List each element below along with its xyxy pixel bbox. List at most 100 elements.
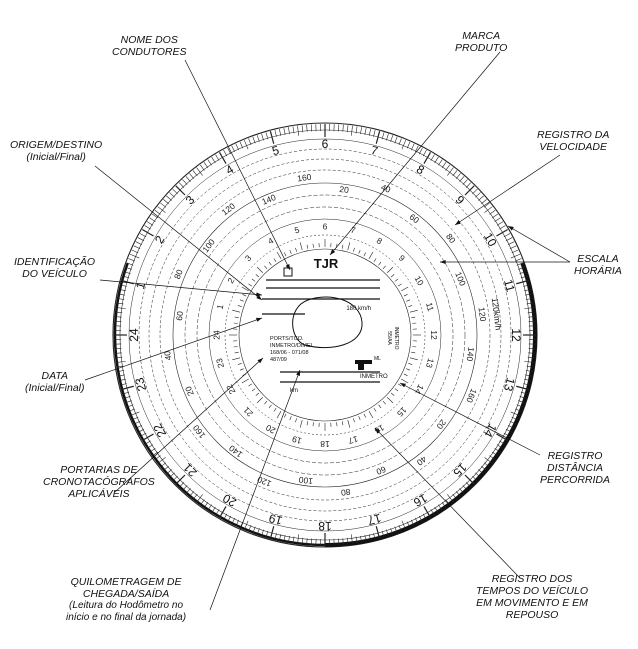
doc-line: 487/09: [270, 357, 287, 363]
hour-tick: [243, 139, 249, 150]
hour-tick: [117, 370, 125, 372]
speed-number: 120: [220, 201, 238, 218]
inner-tick: [408, 363, 413, 365]
inner-tick: [232, 357, 241, 361]
inner-tick: [256, 397, 263, 404]
hour-tick: [386, 529, 389, 537]
hour-tick: [509, 420, 517, 425]
inner-tick: [394, 278, 399, 282]
hour-tick: [182, 485, 188, 491]
inner-tick: [289, 416, 292, 421]
leader-arrow: [296, 370, 300, 376]
hour-tick: [373, 129, 376, 137]
hour-tick: [301, 125, 304, 133]
hour-tick: [364, 127, 367, 135]
leader-line: [99, 279, 263, 296]
inner-tick: [276, 411, 282, 419]
ring: [224, 234, 426, 436]
hour-tick: [196, 494, 203, 503]
hour-number: 14: [481, 421, 500, 440]
hour-tick: [525, 374, 533, 377]
inner-tick: [401, 286, 409, 292]
hour-tick: [496, 444, 504, 449]
hour-number: 9: [453, 193, 468, 208]
hour-tick: [438, 504, 443, 511]
hour-number: 10: [481, 230, 500, 249]
hour-tick: [115, 356, 123, 359]
inner-hour-number: 19: [291, 434, 303, 446]
inner-tick: [248, 383, 252, 387]
hour-tick: [472, 475, 478, 482]
hour-tick: [239, 141, 244, 149]
speed-number: 160: [191, 423, 208, 441]
hour-tick: [516, 404, 524, 408]
hour-tick: [520, 391, 528, 395]
hour-tick: [227, 515, 232, 523]
hour-number: 16: [411, 491, 430, 510]
speed-number: 160: [297, 172, 313, 184]
hour-tick: [447, 167, 454, 176]
inner-tick: [241, 286, 249, 292]
hour-tick: [368, 534, 371, 542]
hour-tick: [215, 509, 220, 516]
hour-tick: [455, 491, 461, 497]
inner-tick: [401, 378, 409, 384]
label-nome-condutores: NOME DOS CONDUTORES: [112, 34, 187, 58]
hour-tick: [243, 520, 249, 531]
speed-number: 100: [453, 270, 468, 287]
hour-tick: [518, 266, 525, 270]
hour-tick: [121, 385, 134, 391]
inner-hour-number: 1: [215, 303, 226, 310]
hour-tick: [465, 482, 472, 488]
speed-number: 80: [172, 268, 185, 281]
leader-arrow: [285, 264, 290, 270]
leader-line: [454, 154, 561, 226]
label-origem-destino: ORIGEM/DESTINO (Inicial/Final): [10, 139, 103, 163]
hour-tick: [455, 173, 461, 179]
inner-tick: [268, 404, 272, 409]
hour-tick: [261, 133, 264, 141]
hour-tick: [518, 400, 525, 404]
hour-tick: [306, 538, 308, 546]
inner-tick: [284, 413, 287, 418]
inner-tick: [378, 404, 382, 409]
hour-tick: [149, 217, 156, 222]
hour-tick: [301, 537, 304, 545]
hour-tick: [509, 245, 517, 250]
hour-tick: [128, 258, 135, 262]
inner-tick: [239, 299, 244, 302]
hour-tick: [528, 316, 536, 318]
hour-tick: [360, 535, 362, 543]
inner-hour-number: 23: [214, 357, 226, 369]
leader-line: [399, 382, 541, 456]
hour-tick: [523, 284, 531, 287]
inner-tick: [394, 388, 399, 392]
inner-hour-number: 3: [243, 253, 254, 264]
hour-number: 1: [133, 280, 148, 290]
hour-number: 24: [127, 328, 141, 342]
inner-tick: [306, 244, 309, 249]
hour-tick: [154, 209, 161, 215]
inner-hour-number: 14: [412, 383, 426, 396]
inner-tick: [341, 244, 344, 249]
inmetro-text: INMETRO: [360, 374, 388, 380]
hour-tick: [472, 188, 478, 195]
hour-tick: [368, 128, 371, 136]
hour-tick: [406, 521, 411, 529]
hour-tick: [394, 526, 398, 534]
hour-number: 12: [509, 328, 523, 342]
speed-number: 140: [260, 192, 277, 207]
hour-tick: [452, 170, 458, 177]
inner-tick: [234, 316, 239, 319]
hour-tick: [503, 432, 511, 437]
hour-tick: [430, 154, 435, 161]
hour-tick: [131, 249, 139, 254]
hour-tick: [256, 135, 260, 142]
inner-tick: [409, 309, 418, 313]
hour-tick: [126, 404, 134, 408]
label-registro-tempos: REGISTRO DOS TEMPOS DO VEÍCULO EM MOVIME…: [476, 573, 589, 621]
inner-tick: [411, 316, 416, 319]
hour-tick: [505, 428, 513, 433]
hour-tick: [151, 451, 159, 457]
hour-tick: [175, 185, 186, 196]
